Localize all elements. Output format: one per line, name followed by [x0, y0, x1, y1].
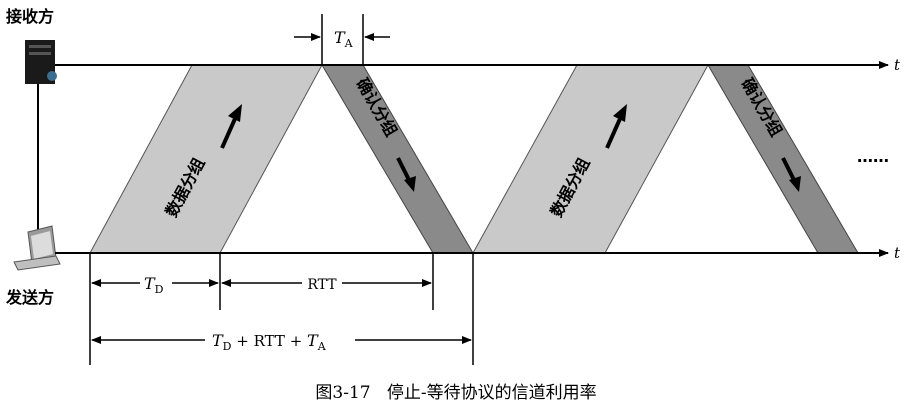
- ack-packet-1-direction-arrow: [396, 157, 412, 183]
- sender-label: 发送方: [5, 288, 54, 307]
- sender-laptop-icon: [13, 225, 61, 271]
- td-label: TD: [144, 274, 164, 296]
- continuation-ellipsis: ……: [857, 147, 889, 166]
- figure-caption: 图3-17 停止-等待协议的信道利用率: [315, 383, 596, 403]
- td-label-backdrop: [140, 272, 172, 294]
- receiver-label: 接收方: [6, 7, 54, 26]
- receiver-computer-icon: [25, 40, 57, 84]
- ack-packet-1-arrowhead: [404, 176, 416, 192]
- time-axis-label-top: t: [894, 56, 901, 74]
- data-packet-1-arrowhead: [228, 104, 242, 122]
- total-label: TD + RTT + TA: [212, 331, 327, 353]
- rtt-label-backdrop: [302, 272, 342, 294]
- ack-packet-2-arrowhead: [789, 176, 801, 192]
- data-packet-1: [89, 64, 323, 254]
- ack-packet-2-direction-arrow: [781, 157, 797, 183]
- rtt-label: RTT: [307, 277, 337, 293]
- data-packet-2-arrowhead: [613, 104, 627, 122]
- ta-label: TA: [334, 28, 354, 50]
- data-packet-2: [472, 64, 709, 254]
- time-axis-label-bottom: t: [894, 244, 901, 262]
- total-label-backdrop: [205, 328, 355, 352]
